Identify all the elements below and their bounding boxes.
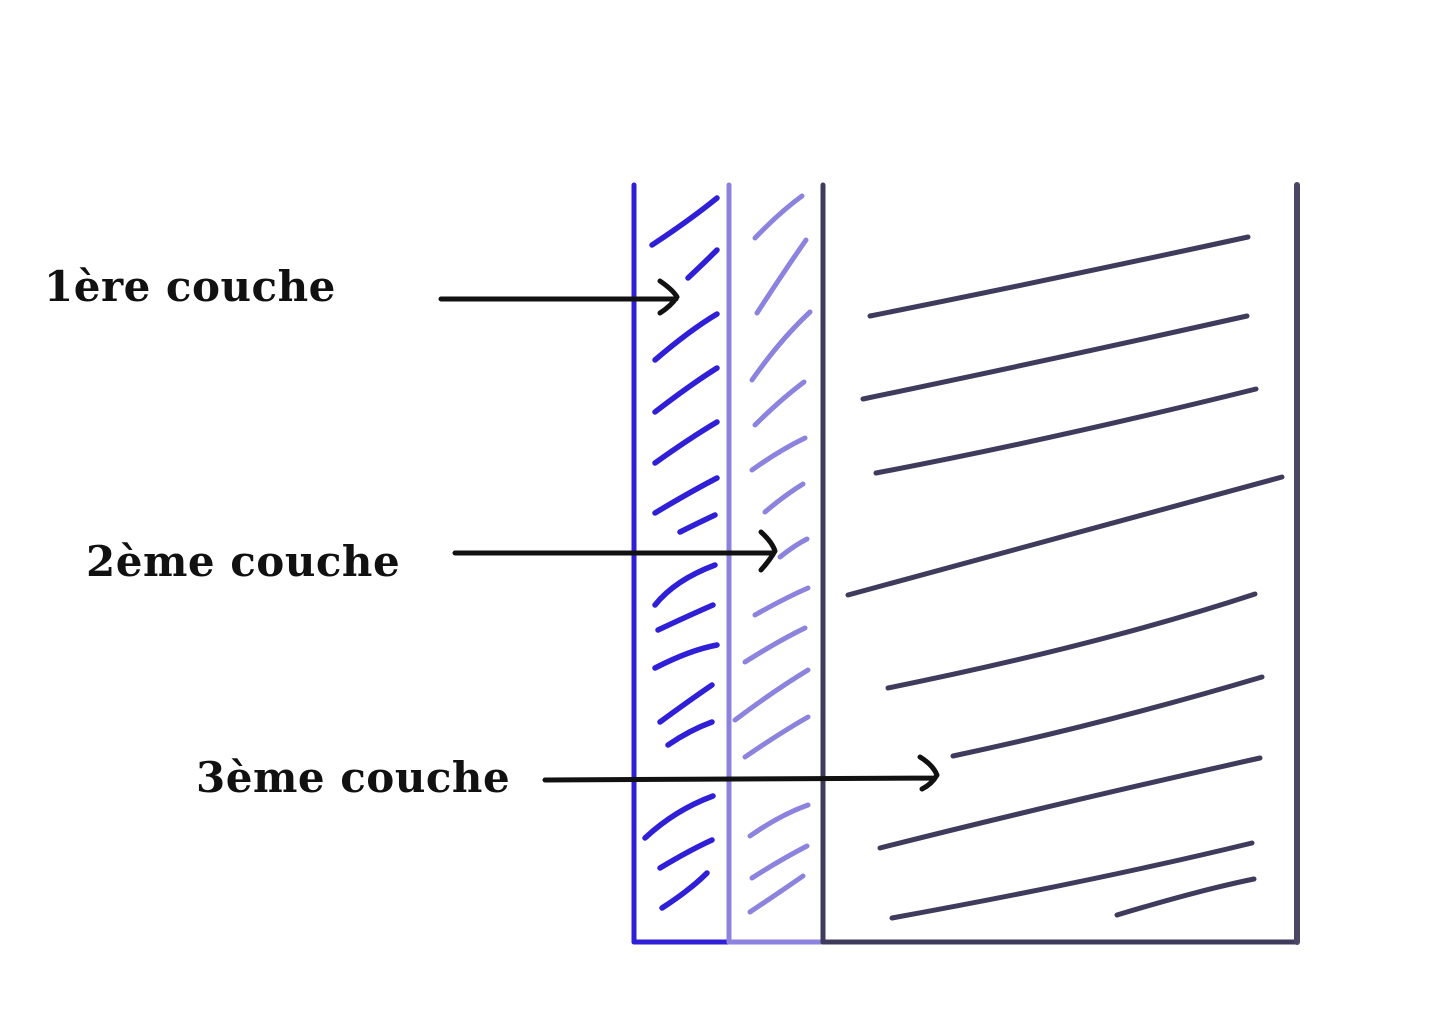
arrows bbox=[438, 278, 940, 792]
arrow-layer-2 bbox=[452, 529, 778, 573]
label-layer-2: 2ème couche bbox=[86, 537, 401, 586]
layer-1 bbox=[642, 195, 720, 911]
layer-3-hatch bbox=[845, 234, 1285, 921]
label-layer-3: 3ème couche bbox=[196, 753, 511, 802]
label-layer-1: 1ère couche bbox=[44, 262, 336, 311]
layer-boundaries bbox=[631, 182, 1300, 945]
layer-2 bbox=[732, 193, 813, 915]
arrow-layer-3 bbox=[542, 754, 940, 792]
arrow-layer-1 bbox=[438, 278, 680, 316]
layer-1-hatch bbox=[642, 195, 720, 911]
layer-3 bbox=[845, 234, 1285, 921]
layer-2-hatch bbox=[732, 193, 813, 915]
